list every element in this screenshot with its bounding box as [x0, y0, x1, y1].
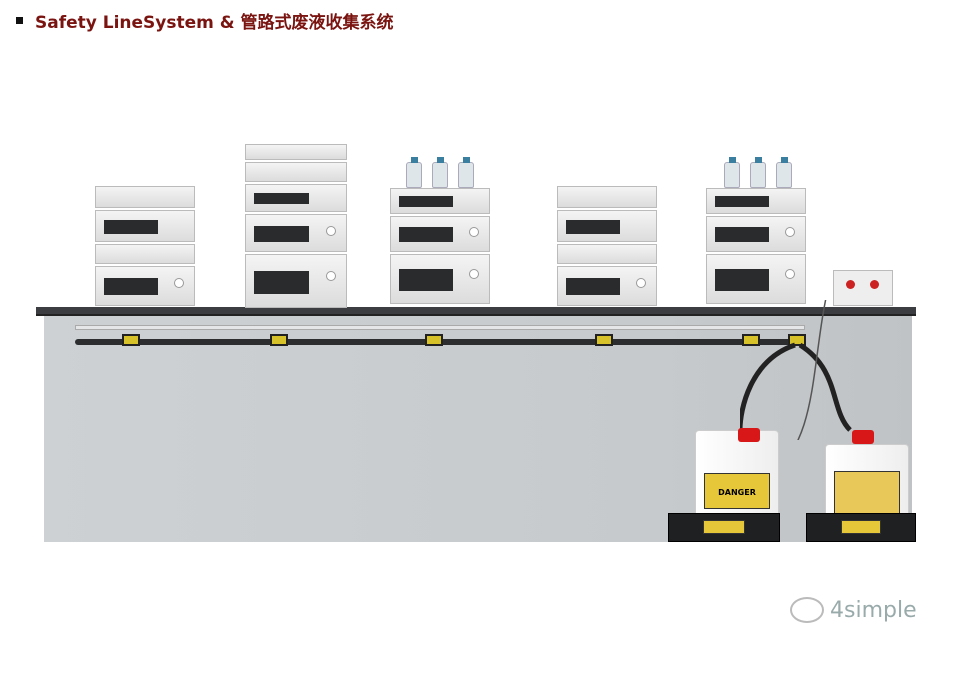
hplc-stack-2	[245, 144, 347, 308]
canister-cap	[738, 428, 760, 442]
solvent-bottle	[432, 157, 448, 188]
control-box	[833, 270, 893, 306]
article-heading: Safety LineSystem & 管路式废液收集系统	[16, 8, 394, 33]
solvent-bottle	[750, 157, 766, 188]
solvent-bottle	[776, 157, 792, 188]
waste-canister-left: DANGER	[695, 430, 779, 526]
square-bullet-icon	[16, 17, 23, 24]
valve	[425, 334, 443, 346]
hplc-stack-5	[706, 188, 806, 304]
valve	[595, 334, 613, 346]
mounting-rail	[75, 325, 805, 330]
watermark: 4simple	[790, 597, 917, 623]
watermark-text: 4simple	[830, 597, 917, 623]
canister-label: DANGER	[704, 473, 770, 509]
heading-text: Safety LineSystem & 管路式废液收集系统	[35, 13, 394, 33]
wechat-icon	[790, 597, 824, 623]
spill-tray	[806, 513, 916, 542]
valve	[742, 334, 760, 346]
spill-tray	[668, 513, 780, 542]
solvent-bottle	[724, 157, 740, 188]
hplc-stack-1	[95, 186, 195, 306]
drain-hoses	[740, 300, 852, 440]
hplc-stack-3	[390, 188, 490, 304]
solvent-bottle	[406, 157, 422, 188]
valve	[122, 334, 140, 346]
valve	[270, 334, 288, 346]
canister-cap	[852, 430, 874, 444]
solvent-bottle	[458, 157, 474, 188]
bench-top	[36, 307, 916, 316]
hplc-stack-4	[557, 186, 657, 306]
